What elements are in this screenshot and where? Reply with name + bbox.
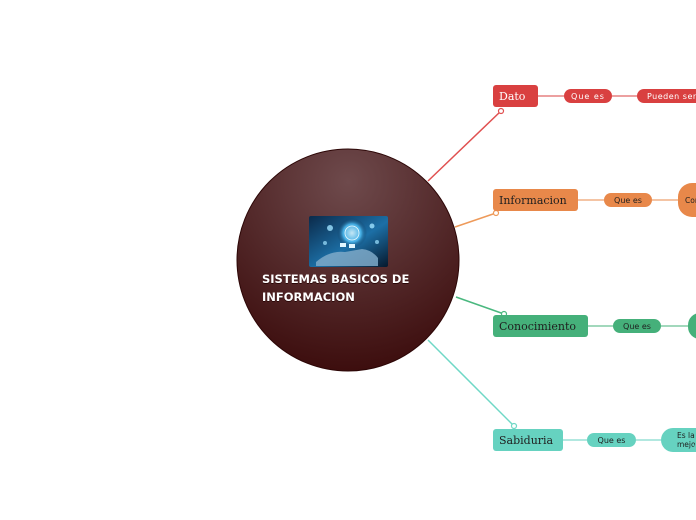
- node-informacion-que-es-label: Que es: [604, 193, 652, 207]
- connector-informacion: [455, 213, 496, 227]
- connector-conocimiento: [456, 297, 504, 314]
- node-conocimiento-label: Conocimiento: [493, 315, 588, 337]
- node-informacion-label: Informacion: [493, 189, 578, 211]
- hand-holding-technology-icon: [309, 216, 388, 267]
- connector-dato-dot: [499, 109, 504, 114]
- connector-informacion-dot: [494, 211, 499, 216]
- node-dato-pueden-ser-label: Pueden ser: [637, 89, 696, 103]
- child-connectors: [538, 96, 688, 440]
- node-sabiduria-que-es-label: Que es: [587, 433, 636, 447]
- connector-sabiduria: [428, 340, 514, 426]
- connector-sabiduria-dot: [512, 424, 517, 429]
- node-sabiduria-label: Sabiduria: [493, 429, 563, 451]
- node-conocimiento-leaf-box[interactable]: [688, 313, 696, 339]
- connector-dato: [428, 111, 501, 181]
- node-dato-que-es-label: Que es: [564, 89, 612, 103]
- node-dato-label: Dato: [493, 85, 538, 107]
- node-conocimiento-que-es-label: Que es: [613, 319, 661, 333]
- center-topic-title: SISTEMAS BASICOS DE INFORMACION: [262, 270, 442, 306]
- node-sabiduria-leaf-label: Es la mejor: [661, 428, 696, 452]
- node-informacion-leaf-label: Conj...: [678, 183, 696, 217]
